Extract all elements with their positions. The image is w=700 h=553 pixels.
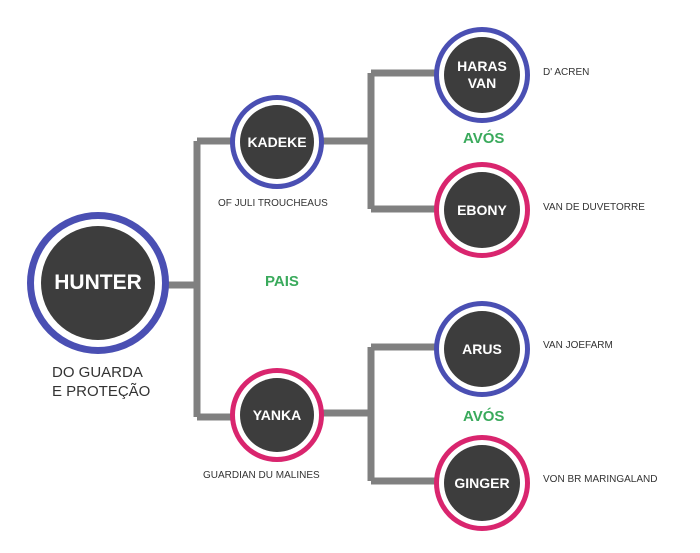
subject-kennel-line2: E PROTEÇÃO bbox=[52, 383, 151, 400]
sire-kennel: OF JULI TROUCHEAUS bbox=[218, 198, 328, 209]
subject-kennel-line1: DO GUARDA bbox=[52, 364, 143, 381]
maternal-dam-kennel: VON BR MARINGALAND bbox=[543, 474, 658, 485]
sire-node: KADEKE bbox=[230, 95, 324, 189]
maternal-dam-node: GINGER bbox=[434, 435, 530, 531]
subject-kennel: DO GUARDA E PROTEÇÃO bbox=[52, 363, 150, 401]
connector-sire-grandparents bbox=[322, 69, 437, 213]
sire-name: KADEKE bbox=[240, 105, 314, 179]
maternal-sire-name: ARUS bbox=[444, 311, 520, 387]
maternal-sire-kennel: VAN JOEFARM bbox=[543, 340, 613, 351]
connector-subject-parents bbox=[168, 137, 232, 421]
maternal-dam-name: GINGER bbox=[444, 445, 520, 521]
paternal-dam-kennel: VAN DE DUVETORRE bbox=[543, 202, 645, 213]
grandparents-bottom-generation-label: AVÓS bbox=[463, 408, 505, 425]
subject-name: HUNTER bbox=[41, 226, 155, 340]
maternal-sire-node: ARUS bbox=[434, 301, 530, 397]
parents-generation-label: PAIS bbox=[265, 273, 299, 290]
dam-kennel: GUARDIAN DU MALINES bbox=[203, 470, 320, 481]
paternal-sire-kennel: D' ACREN bbox=[543, 67, 590, 78]
grandparents-top-generation-label: AVÓS bbox=[463, 130, 505, 147]
subject-node: HUNTER bbox=[27, 212, 169, 354]
dam-node: YANKA bbox=[230, 368, 324, 462]
paternal-sire-node: HARAS VAN bbox=[434, 27, 530, 123]
paternal-dam-node: EBONY bbox=[434, 162, 530, 258]
paternal-dam-name: EBONY bbox=[444, 172, 520, 248]
connector-dam-grandparents bbox=[322, 343, 437, 485]
paternal-sire-name: HARAS VAN bbox=[444, 37, 520, 113]
dam-name: YANKA bbox=[240, 378, 314, 452]
paternal-sire-name-line2: VAN bbox=[467, 75, 497, 91]
paternal-sire-name-line1: HARAS bbox=[457, 58, 507, 75]
